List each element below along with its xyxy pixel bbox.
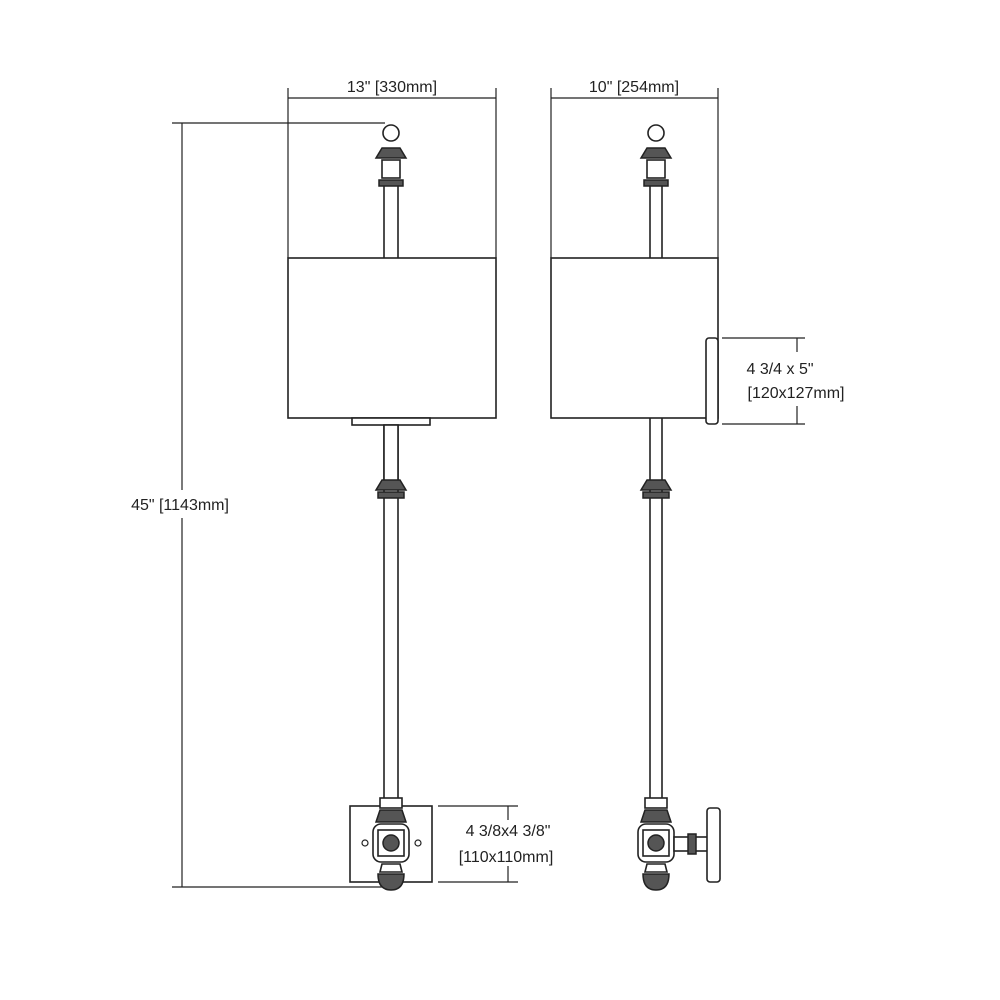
backplate-dimension: 4 3/8x4 3/8" [110x110mm] — [438, 805, 554, 883]
shade-bracket — [351, 417, 431, 426]
plate-label-line1: 4 3/4 x 5" — [746, 361, 813, 378]
side-width-label: 10" [254mm] — [589, 79, 679, 96]
height-dimension: 45" [1143mm] — [131, 122, 385, 888]
side-sconce — [550, 124, 721, 891]
front-view: 13" [330mm] 45" [1143mm] — [131, 79, 554, 891]
front-width-label: 13" [330mm] — [347, 79, 437, 96]
side-backplate — [706, 807, 721, 883]
side-width-dimension: 10" [254mm] — [550, 79, 719, 258]
plate-label-line2: [120x127mm] — [748, 385, 845, 402]
lamp-shade — [287, 257, 497, 419]
backplate-label-line1: 4 3/8x4 3/8" — [466, 823, 551, 840]
backplate-label-line2: [110x110mm] — [459, 849, 554, 866]
side-wall-plate — [705, 337, 719, 425]
front-sconce — [287, 124, 497, 891]
front-width-dimension: 13" [330mm] — [287, 79, 497, 258]
plate-dimension: 4 3/4 x 5" [120x127mm] — [722, 337, 845, 425]
side-view: 10" [254mm] 4 — [550, 79, 845, 891]
height-label: 45" [1143mm] — [131, 497, 229, 514]
side-lamp-shade — [550, 257, 719, 419]
